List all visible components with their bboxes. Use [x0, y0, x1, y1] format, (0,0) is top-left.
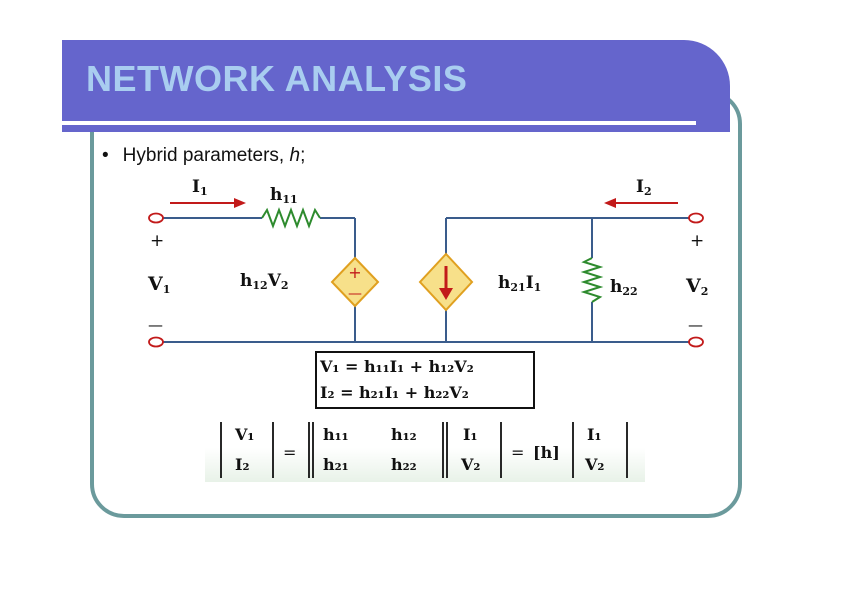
label-minus-1: —: [148, 316, 163, 334]
matrix-m12: h₁₂: [391, 425, 417, 444]
matrix-equation: V₁ I₂ = h₁₁ h₁₂ h₂₁ h₂₂ I₁ V₂ = [h] I₁ V…: [205, 422, 645, 482]
terminal-2-bottom: [688, 336, 704, 348]
label-V2: V2: [685, 275, 708, 298]
resistor-h11: [261, 207, 321, 229]
resistor-h22: [580, 257, 604, 303]
label-h21I1: h21I1: [498, 273, 541, 294]
matrix-lhs-top: V₁: [234, 425, 254, 444]
slide-title: NETWORK ANALYSIS: [86, 58, 468, 99]
arrow-I1-head: [234, 198, 246, 208]
matrix-background: [205, 448, 645, 482]
equations-box: V₁ = h₁₁I₁ + h₁₂V₂ I₂ = h₂₁I₁ + h₂₂V₂: [315, 351, 535, 409]
label-minus-2: —: [688, 316, 703, 334]
matrix-r-bot: V₂: [584, 455, 604, 474]
matrix-eq2: =: [511, 443, 524, 462]
terminal-1-top: [148, 212, 164, 224]
bullet-text: Hybrid parameters,: [122, 145, 290, 166]
bullet-italic: h: [289, 145, 301, 166]
label-h11: h11: [270, 185, 298, 206]
label-plus-1: +: [150, 231, 164, 251]
terminal-2-top: [688, 212, 704, 224]
matrix-m22: h₂₂: [391, 455, 417, 474]
label-I2: I2: [636, 177, 652, 198]
arrow-I2-head: [604, 198, 616, 208]
label-I1: I1: [192, 177, 208, 198]
bullet-marker: •: [102, 145, 109, 166]
title-underline: [62, 121, 696, 125]
matrix-v-top: I₁: [463, 425, 478, 444]
matrix-r-top: I₁: [587, 425, 602, 444]
label-plus-2: +: [690, 231, 704, 251]
equation-1: V₁ = h₁₁I₁ + h₁₂V₂: [320, 357, 474, 376]
label-h12V2: h12V2: [240, 271, 289, 292]
vsrc-plus: +: [348, 263, 361, 282]
matrix-m11: h₁₁: [323, 425, 349, 444]
label-V1: V1: [147, 273, 170, 296]
matrix-h: [h]: [533, 443, 560, 462]
vsrc-minus: —: [348, 286, 362, 302]
matrix-lhs-bot: I₂: [235, 455, 250, 474]
bullet-item: • Hybrid parameters, h;: [102, 145, 305, 167]
isrc-arrow-head: [439, 288, 453, 300]
label-h22: h22: [610, 277, 638, 298]
terminal-1-bottom: [148, 336, 164, 348]
matrix-v-bot: V₂: [460, 455, 480, 474]
matrix-eq: =: [283, 443, 296, 462]
circuit-diagram: + — I1 I2 h11 h12V2 h21I1 h22 V1 V2 + — …: [147, 177, 708, 348]
title-bar: [62, 40, 730, 132]
matrix-m21: h₂₁: [323, 455, 349, 474]
bullet-end: ;: [300, 145, 306, 166]
equation-2: I₂ = h₂₁I₁ + h₂₂V₂: [320, 383, 469, 402]
voltage-source-diamond: [330, 256, 380, 308]
slide-frame: [90, 90, 742, 518]
